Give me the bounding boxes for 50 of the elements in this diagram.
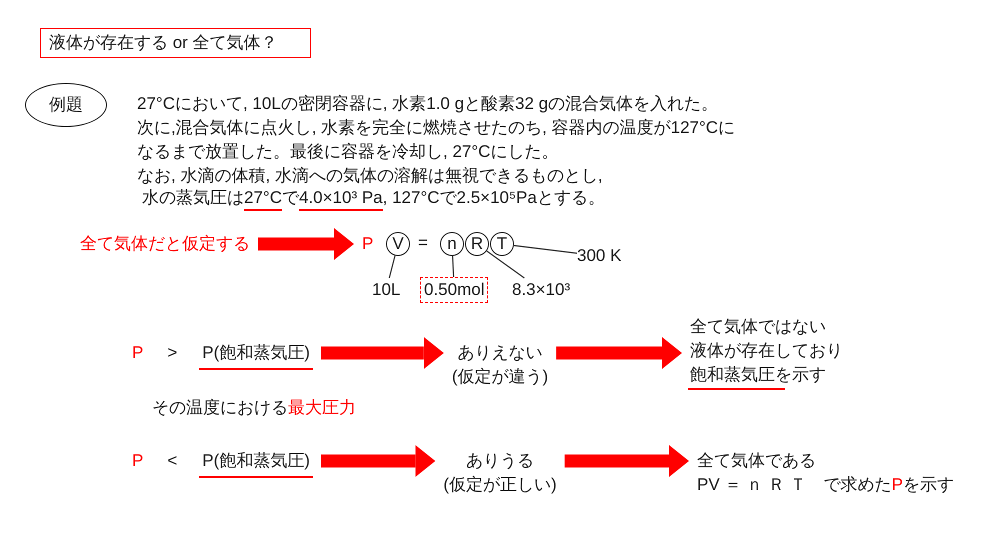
problem-text: 水の蒸気圧は [142, 187, 244, 209]
judgement-text: (仮定が正しい) [443, 474, 557, 496]
judgement-text: (仮定が違う) [452, 366, 548, 388]
leader-line [388, 255, 396, 278]
title-box: 液体が存在する or 全て気体？ [40, 28, 311, 58]
conclusion-text: 全て気体ではない [690, 316, 827, 338]
block-arrow [258, 228, 354, 260]
note-text: その温度における [152, 398, 288, 417]
leader-line [452, 256, 454, 278]
variable-circle: n [440, 232, 464, 256]
judgement-text: ありえない [456, 342, 544, 364]
assumption-text: 全て気体だと仮定する [80, 232, 250, 256]
conclusion-text: 液体が存在しており [690, 340, 843, 362]
saturated-pressure-text: P(飽和蒸気圧) [199, 341, 313, 370]
saturated-pressure-text: P(飽和蒸気圧) [199, 449, 313, 478]
pressure-symbol: P [362, 232, 374, 256]
conclusion-text: PV ＝ ｎ Ｒ Ｔ で求めた [697, 475, 892, 494]
problem-text: 27°Cにおいて, 10Lの密閉容器に, 水素1.0 gと酸素32 gの混合気体を入れた。 [137, 93, 718, 115]
example-ellipse: 例題 [25, 83, 107, 127]
value-label: 10L [372, 278, 400, 302]
variable-circle: V [386, 232, 410, 256]
block-arrow [320, 337, 444, 369]
underlined-text: 27°C [244, 187, 282, 211]
block-arrow [320, 445, 436, 477]
conclusion-text: を示す [902, 475, 954, 494]
variable-circle: R [465, 232, 489, 256]
problem-text: 次に,混合気体に点火し, 水素を完全に燃焼させたのち, 容器内の温度が127°Cに [137, 117, 736, 139]
pressure-symbol: P [132, 342, 144, 364]
note-text: 最大圧力 [288, 398, 356, 417]
conclusion-text: 飽和蒸気圧を示す [690, 364, 827, 386]
comparison-sign: > [167, 342, 178, 364]
judgement-text: ありうる [465, 450, 535, 472]
dashed-value-box: 0.50mol [420, 277, 488, 303]
problem-text: なるまで放置した。最後に容器を冷却し, 27°Cにした。 [137, 141, 558, 163]
variable-circle: T [490, 232, 514, 256]
block-arrow [564, 445, 689, 477]
comparison-sign: < [167, 450, 178, 472]
block-arrow [556, 337, 682, 369]
leader-line [514, 244, 578, 254]
value-label: 8.3×10³ [512, 278, 570, 302]
equals-sign: = [418, 232, 428, 254]
value-label: 300 K [577, 244, 622, 268]
underlined-text: 4.0×10³ Pa [298, 187, 383, 211]
problem-text: で [282, 187, 299, 209]
problem-text: なお, 水滴の体積, 水滴への気体の溶解は無視できるものとし, [137, 165, 603, 187]
pressure-symbol: P [132, 450, 144, 472]
leader-line [486, 250, 525, 278]
pressure-symbol: P [892, 475, 903, 494]
conclusion-text: 全て気体である [697, 450, 817, 472]
problem-text: , 127°Cで2.5×10⁵Paとする。 [382, 187, 605, 209]
